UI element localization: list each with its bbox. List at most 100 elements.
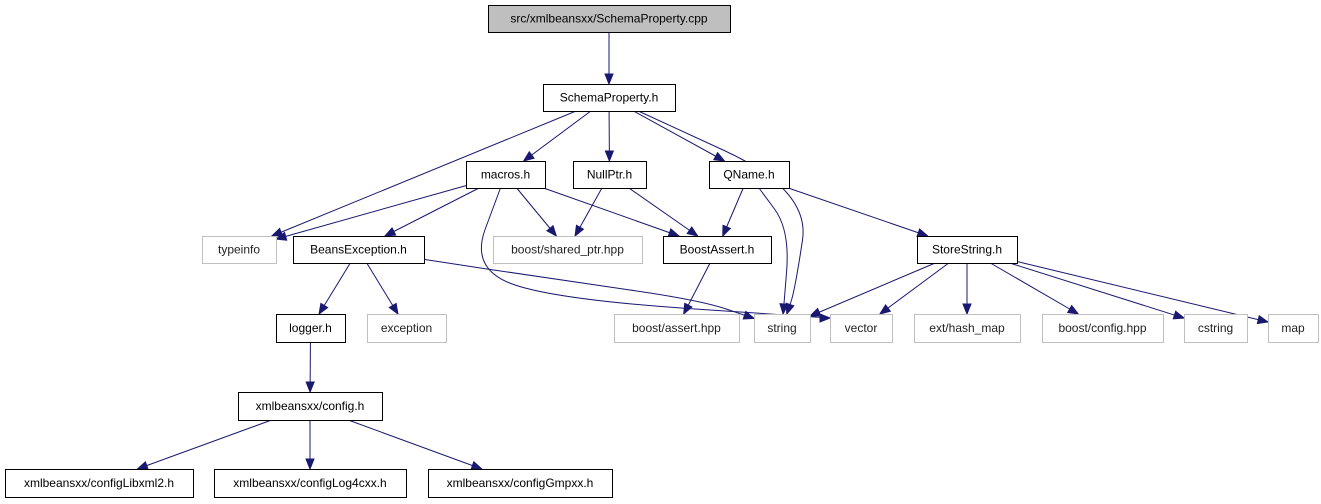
node-nullptr-h[interactable]: NullPtr.h — [573, 161, 647, 189]
node-label: QName.h — [723, 168, 774, 182]
node-box — [202, 236, 277, 264]
arrow-head — [878, 303, 892, 315]
edges-layer — [136, 32, 1270, 471]
edge-qname_h-to-string — [758, 187, 789, 316]
edge-macros_h-to-typeinfo — [274, 185, 467, 241]
edge-line — [384, 187, 480, 237]
edge-line — [788, 187, 928, 237]
node-map: map — [1268, 314, 1319, 343]
node-vector: vector — [830, 314, 893, 343]
node-macros-h[interactable]: macros.h — [466, 161, 546, 189]
node-typeinfo: typeinfo — [202, 236, 277, 264]
edge-config_h-to-config_libxml2 — [136, 419, 272, 470]
edge-storestring_h-to-map — [1016, 261, 1270, 325]
node-label: string — [767, 321, 796, 335]
arrow-head — [962, 303, 972, 316]
arrow-head — [742, 310, 756, 320]
node-beansexception-h[interactable]: BeansException.h — [293, 236, 425, 264]
node-label: xmlbeansxx/configLibxml2.h — [24, 476, 174, 490]
edge-storestring_h-to-hash_map — [962, 263, 972, 316]
node-label: boost/shared_ptr.hpp — [511, 243, 624, 257]
node-box — [428, 469, 613, 498]
edge-config_h-to-config_log4cxx — [305, 420, 315, 471]
edge-schemaproperty_h-to-string — [638, 110, 804, 316]
node-boost-assert: boost/assert.hpp — [614, 314, 740, 343]
edge-storestring_h-to-vector — [878, 262, 950, 315]
node-config-log4cxx[interactable]: xmlbeansxx/configLog4cxx.h — [214, 469, 407, 498]
edge-config_h-to-config_gmpxx — [348, 419, 484, 470]
edge-qname_h-to-storestring_h — [788, 187, 930, 238]
node-label: SchemaProperty.h — [560, 91, 659, 105]
node-label: typeinfo — [218, 243, 260, 257]
edge-schemaproperty_h-to-macros_h — [522, 110, 592, 162]
edge-line — [879, 262, 950, 315]
edge-line — [543, 187, 680, 237]
node-box — [276, 314, 346, 343]
node-config-libxml2[interactable]: xmlbeansxx/configLibxml2.h — [5, 469, 194, 498]
edge-line — [1016, 261, 1269, 323]
arrow-head — [1172, 310, 1186, 320]
node-label: xmlbeansxx/configGmpxx.h — [447, 476, 594, 490]
arrow-head — [712, 151, 726, 162]
node-box — [1268, 314, 1319, 343]
node-config-h[interactable]: xmlbeansxx/config.h — [238, 392, 383, 421]
node-root[interactable]: src/xmlbeansxx/SchemaProperty.cpp — [488, 5, 731, 33]
arrow-head — [722, 224, 732, 238]
node-config-gmpxx[interactable]: xmlbeansxx/configGmpxx.h — [428, 469, 613, 498]
node-box — [5, 469, 194, 498]
node-label: cstring — [1198, 321, 1233, 335]
node-box — [488, 5, 731, 33]
edge-storestring_h-to-boost_config — [990, 262, 1080, 315]
node-box — [214, 469, 407, 498]
edge-line — [628, 187, 698, 237]
node-box — [614, 314, 740, 343]
edge-line — [638, 110, 804, 315]
node-cstring: cstring — [1184, 314, 1248, 343]
arrow-head — [604, 150, 615, 163]
edge-line — [275, 185, 467, 240]
node-box — [830, 314, 893, 343]
arrow-head — [270, 227, 284, 237]
arrow-head — [305, 458, 315, 471]
node-label: NullPtr.h — [587, 168, 632, 182]
node-box — [917, 236, 1018, 264]
edge-root-to-schemaproperty_h — [604, 32, 614, 86]
node-box — [466, 161, 546, 189]
arrow-head — [388, 302, 399, 316]
arrow-head — [136, 460, 149, 470]
node-schemaproperty-h[interactable]: SchemaProperty.h — [543, 84, 676, 112]
arrow-head — [683, 302, 693, 316]
arrow-head — [808, 307, 822, 317]
edge-line — [271, 110, 577, 237]
edge-line — [809, 262, 936, 317]
node-label: src/xmlbeansxx/SchemaProperty.cpp — [510, 12, 708, 26]
node-qname-h[interactable]: QName.h — [709, 161, 790, 189]
edge-nullptr_h-to-boostassert_h — [628, 187, 699, 237]
node-label: logger.h — [289, 321, 332, 335]
edge-beansexception_h-to-logger_h — [318, 262, 351, 316]
node-boost-config: boost/config.hpp — [1042, 314, 1164, 343]
edge-nullptr_h-to-shared_ptr — [574, 187, 603, 238]
edge-logger_h-to-config_h — [305, 341, 315, 394]
node-box — [1042, 314, 1164, 343]
node-label: BoostAssert.h — [680, 243, 755, 257]
node-logger-h[interactable]: logger.h — [276, 314, 346, 343]
edge-line — [523, 110, 592, 162]
node-box — [709, 161, 790, 189]
edge-macros_h-to-shared_ptr — [516, 187, 558, 238]
node-box — [1184, 314, 1248, 343]
node-box — [573, 161, 647, 189]
arrow-head — [604, 73, 614, 86]
node-exception: exception — [367, 314, 447, 343]
node-label: macros.h — [481, 168, 530, 182]
node-label: xmlbeansxx/configLog4cxx.h — [233, 476, 386, 490]
edge-storestring_h-to-string — [808, 262, 936, 317]
node-box — [238, 392, 383, 421]
edge-boostassert_h-to-boost_assert — [683, 262, 711, 316]
arrow-head — [383, 227, 397, 237]
node-boostassert-h[interactable]: BoostAssert.h — [663, 236, 772, 264]
edge-storestring_h-to-cstring — [1009, 262, 1186, 320]
arrow-head — [785, 302, 795, 316]
node-storestring-h[interactable]: StoreString.h — [917, 236, 1018, 264]
node-box — [663, 236, 772, 264]
